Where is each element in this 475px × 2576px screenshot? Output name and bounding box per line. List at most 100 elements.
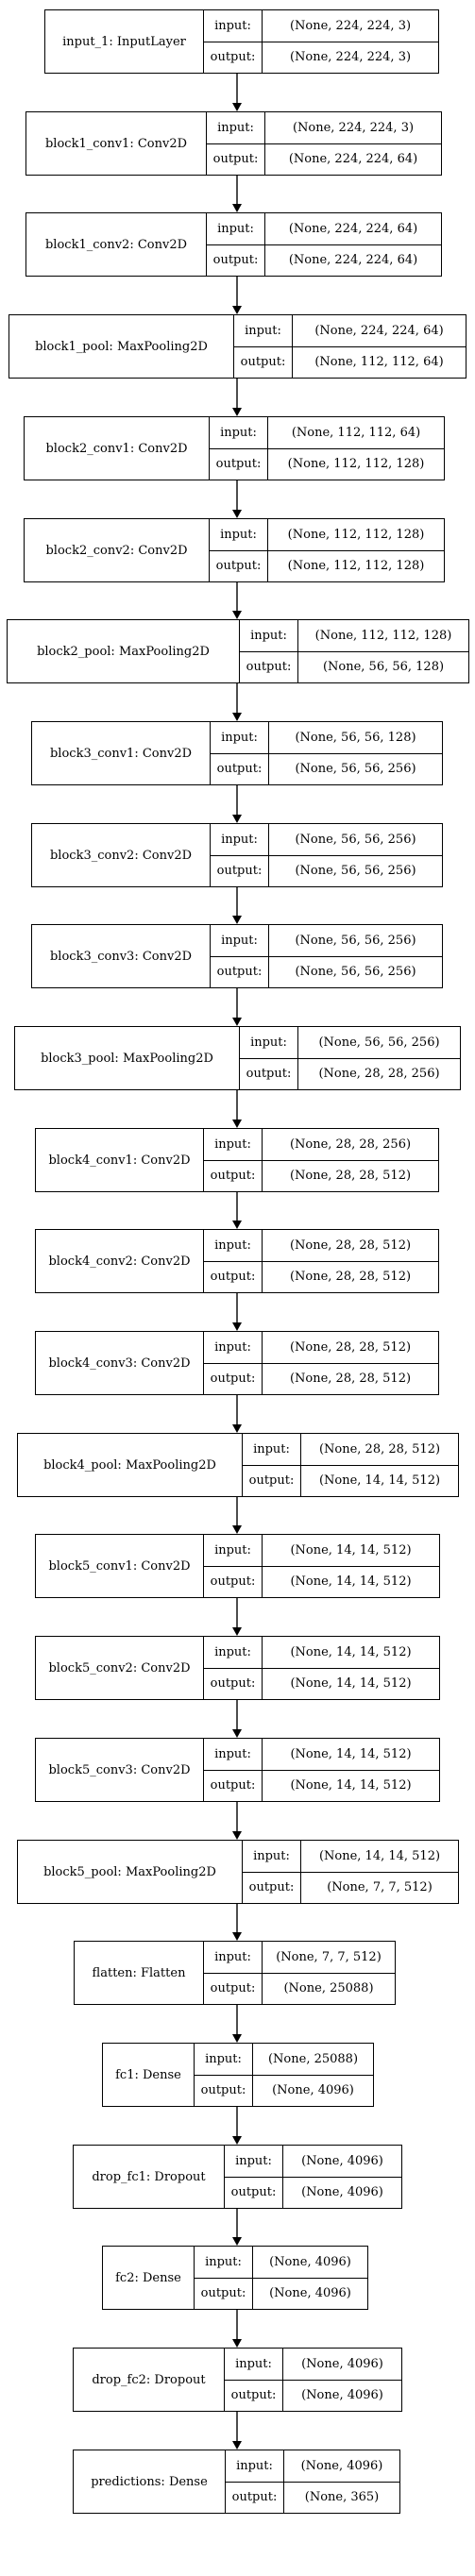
layer-name: block4_pool: MaxPooling2D <box>18 1434 243 1496</box>
input-label: input: <box>211 824 269 855</box>
output-row: output:(None, 28, 28, 512) <box>204 1260 438 1292</box>
output-label: output: <box>225 2177 283 2208</box>
input-row: input:(None, 4096) <box>225 2349 401 2380</box>
input-shape: (None, 4096) <box>301 2153 383 2168</box>
layer-name: block1_conv1: Conv2D <box>26 112 207 175</box>
output-row: output:(None, 224, 224, 64) <box>207 244 441 276</box>
input-row: input:(None, 4096) <box>226 2450 399 2482</box>
output-shape: (None, 56, 56, 256) <box>295 965 416 980</box>
output-label: output: <box>211 855 269 886</box>
arrowhead-icon <box>232 1831 242 1840</box>
layer-io-table: input:(None, 224, 224, 64)output:(None, … <box>207 213 441 276</box>
input-label: input: <box>204 1129 263 1160</box>
layer-io-table: input:(None, 14, 14, 512)output:(None, 1… <box>204 1739 439 1801</box>
arrowhead-icon <box>232 103 242 111</box>
input-row: input:(None, 14, 14, 512) <box>243 1841 458 1872</box>
layer-name: block3_conv1: Conv2D <box>32 722 211 784</box>
layer-name: block5_conv2: Conv2D <box>36 1637 204 1699</box>
output-shape: (None, 56, 56, 256) <box>295 864 416 879</box>
input-label: input: <box>234 315 293 346</box>
layer-name: block1_pool: MaxPooling2D <box>9 315 234 378</box>
output-row: output: (None, 14, 14, 512) <box>204 1667 439 1699</box>
input-label: input: <box>210 519 268 550</box>
input-label: input: <box>226 2450 284 2482</box>
input-row: input:(None, 14, 14, 512) <box>204 1535 439 1566</box>
output-row: output:(None, 14, 14, 512) <box>204 1565 439 1597</box>
input-shape: (None, 28, 28, 512) <box>318 1441 441 1456</box>
output-label: output: <box>204 1261 263 1292</box>
layer-name: block3_pool: MaxPooling2D <box>15 1027 240 1089</box>
output-shape: (None, 224, 224, 3) <box>289 50 412 65</box>
layer-io-table: input:(None, 4096)output:(None, 365) <box>226 2450 399 2513</box>
arrowhead-icon <box>232 2034 242 2043</box>
layer-name: fc2: Dense <box>103 2247 195 2309</box>
layer-io-table: input:(None, 4096)output:(None, 4096) <box>225 2146 401 2208</box>
output-label: output: <box>195 2278 253 2309</box>
output-shape: (None, 56, 56, 256) <box>295 762 416 777</box>
layer-io-table: input:(None, 25088)output:(None, 4096) <box>195 2044 373 2106</box>
output-label: output: <box>204 1160 263 1191</box>
input-label: input: <box>243 1841 301 1872</box>
input-label: input: <box>195 2044 253 2075</box>
output-shape: (None, 7, 7, 512) <box>327 1880 433 1895</box>
output-row: output:(None, 28, 28, 512) <box>204 1159 438 1191</box>
layer-name: block4_conv3: Conv2D <box>36 1332 204 1394</box>
output-row: output:(None, 112, 112, 64) <box>234 345 466 378</box>
layer-io-table: input:(None, 28, 28, 512)output:(None, 1… <box>243 1434 458 1496</box>
input-label: input: <box>204 1942 263 1973</box>
input-label: input: <box>225 2146 283 2177</box>
input-row: input:(None, 28, 28, 512) <box>204 1332 438 1363</box>
output-shape: (None, 112, 112, 128) <box>287 457 425 472</box>
arrowhead-icon <box>232 2339 242 2348</box>
layer-name: block2_conv1: Conv2D <box>25 417 210 480</box>
output-shape: (None, 112, 112, 64) <box>314 355 444 370</box>
output-label: output: <box>204 1363 263 1394</box>
input-row: input:(None, 28, 28, 512) <box>204 1230 438 1261</box>
arrowhead-icon <box>232 510 242 518</box>
layer-io-table: input:(None, 14, 14, 512)output: (None, 7… <box>243 1841 458 1903</box>
output-shape: (None, 365) <box>304 2490 380 2505</box>
arrowhead-icon <box>232 1018 242 1026</box>
output-shape: (None, 56, 56, 128) <box>322 660 445 675</box>
input-label: input: <box>204 1332 263 1363</box>
output-label: output: <box>243 1872 301 1903</box>
input-shape: (None, 224, 224, 3) <box>292 120 415 135</box>
layer-name: block3_conv3: Conv2D <box>32 925 211 987</box>
layer-io-table: input:(None, 7, 7, 512)output:(None, 250… <box>204 1942 395 2004</box>
input-row: input:(None, 28, 28, 256) <box>204 1129 438 1160</box>
output-shape: (None, 14, 14, 512) <box>290 1778 412 1793</box>
input-label: input: <box>207 213 265 244</box>
arrowhead-icon <box>232 1627 242 1636</box>
output-label: output: <box>240 1058 298 1089</box>
output-label: output: <box>204 42 263 73</box>
layer-io-table: input:(None, 4096)output:(None, 4096) <box>195 2247 367 2309</box>
input-shape: (None, 4096) <box>301 2356 383 2371</box>
output-label: output: <box>211 956 269 987</box>
layer-name: flatten: Flatten <box>75 1942 204 2004</box>
arrowhead-icon <box>232 306 242 314</box>
output-label: output: <box>204 1668 263 1699</box>
input-row: input:(None, 4096) <box>195 2247 367 2278</box>
output-row: output:(None, 14, 14, 512) <box>204 1769 439 1801</box>
layer-io-table: input:(None, 4096)output:(None, 4096) <box>225 2349 401 2411</box>
output-shape: (None, 14, 14, 512) <box>290 1676 412 1692</box>
output-row: output:(None, 112, 112, 128) <box>210 447 444 480</box>
input-shape: (None, 14, 14, 512) <box>290 1542 412 1557</box>
arrowhead-icon <box>232 1525 242 1534</box>
input-label: input: <box>207 112 265 143</box>
arrowhead-icon <box>232 1424 242 1433</box>
input-row: input:(None, 56, 56, 256) <box>240 1027 460 1058</box>
layer-name: block5_conv3: Conv2D <box>36 1739 204 1801</box>
input-row: input:(None, 112, 112, 128) <box>210 519 444 550</box>
input-label: input: <box>211 925 269 956</box>
arrowhead-icon <box>232 916 242 924</box>
input-shape: (None, 56, 56, 256) <box>295 832 416 847</box>
output-label: output: <box>207 244 265 276</box>
